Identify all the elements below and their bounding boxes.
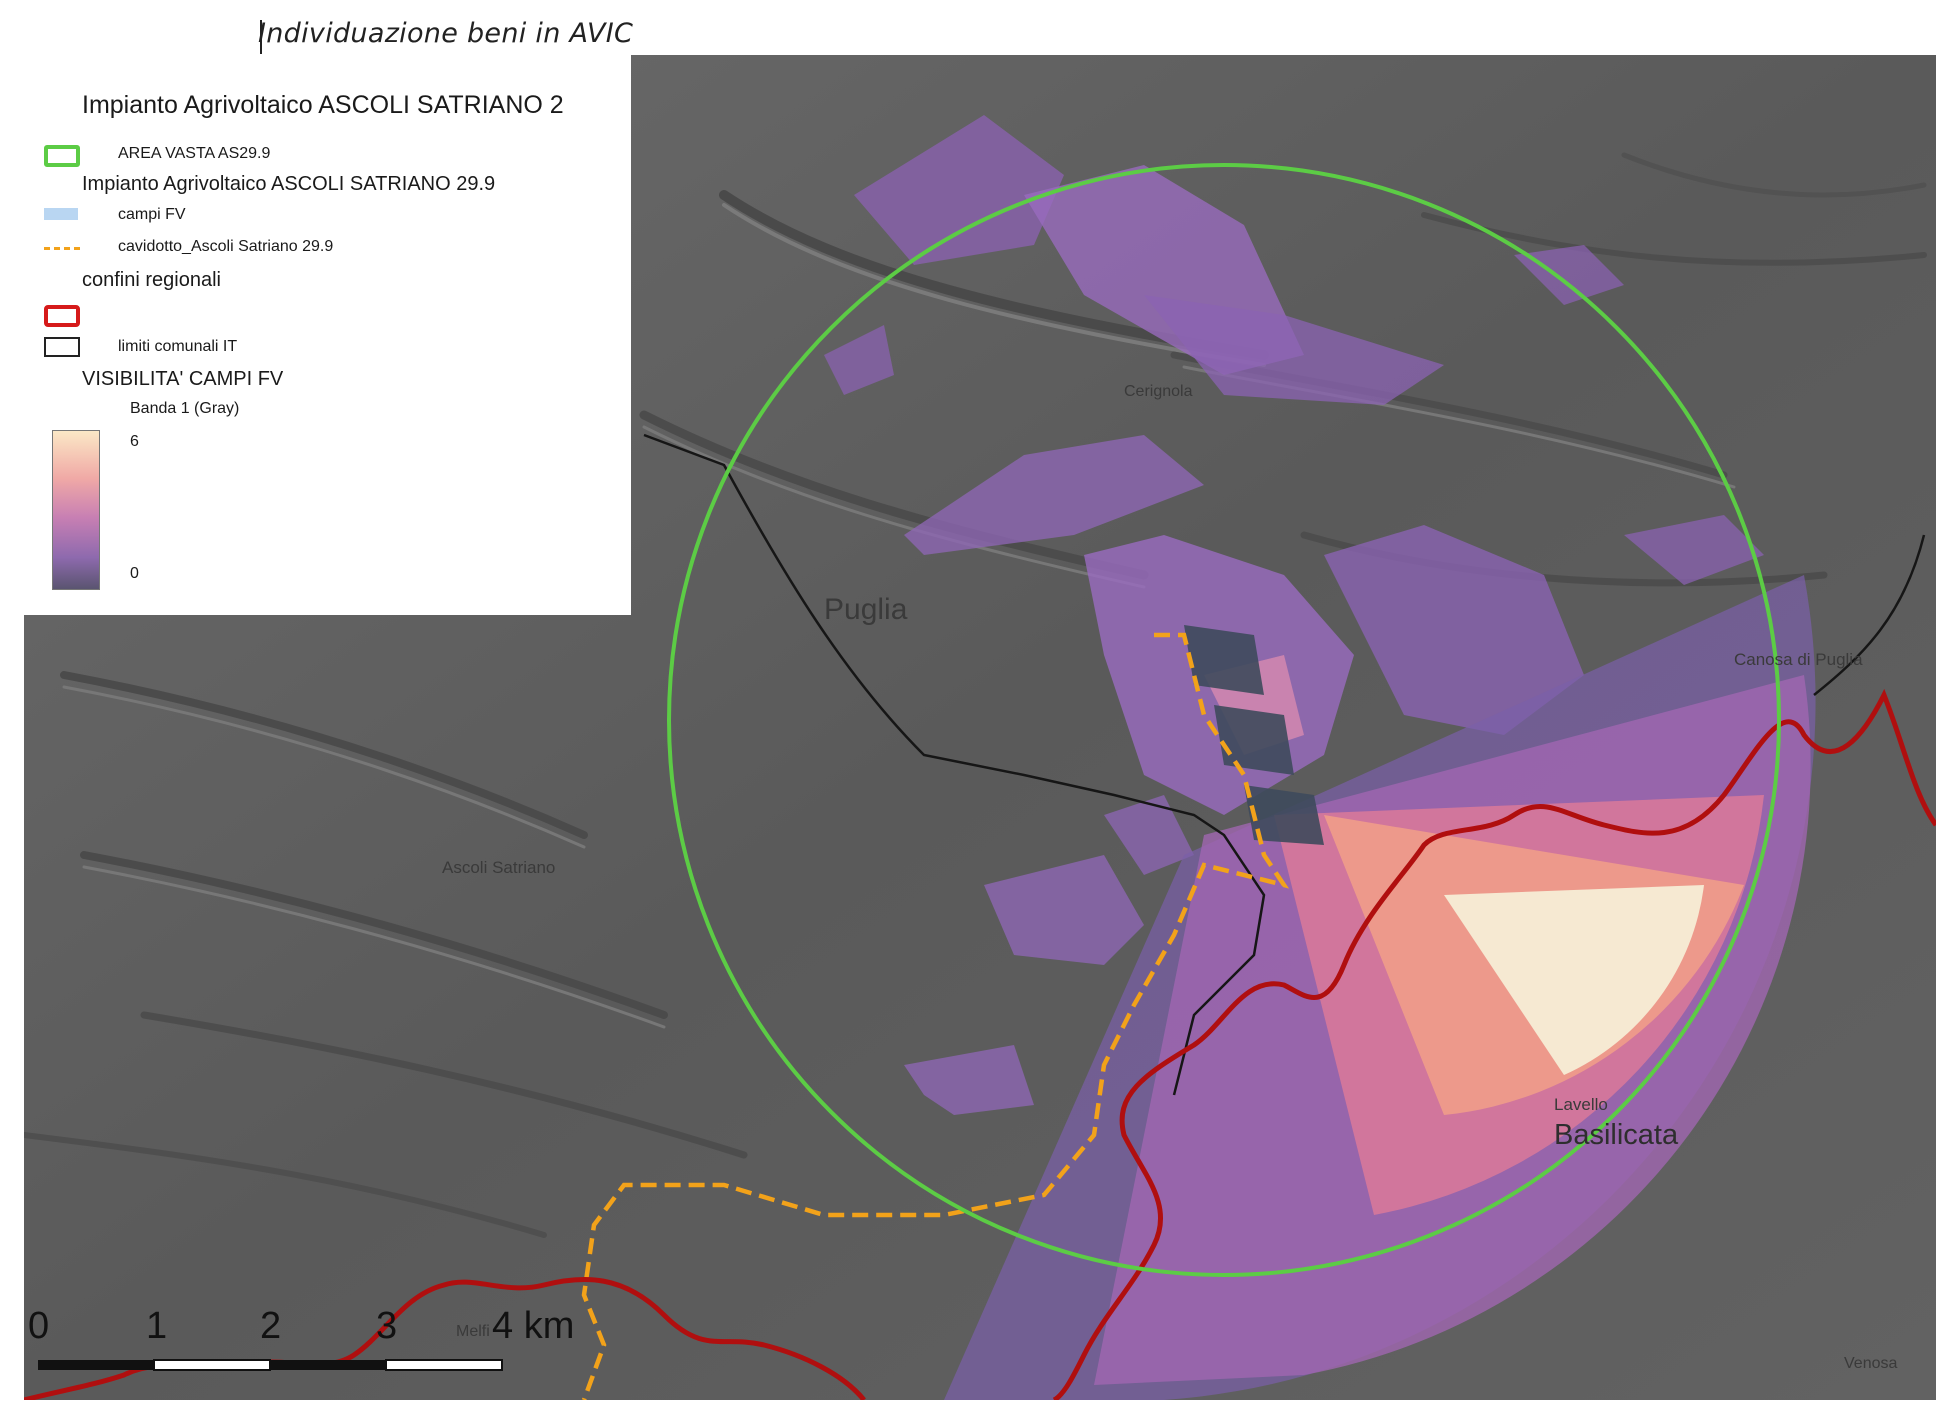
legend-label-banda: Banda 1 (Gray) — [130, 400, 240, 417]
visibility-patch — [1624, 515, 1764, 585]
legend-swatch-limiti-comunali — [44, 337, 80, 357]
scalebar-segment-2 — [153, 1359, 271, 1371]
legend-label-cavidotto: cavidotto_Ascoli Satriano 29.9 — [118, 238, 334, 255]
scalebar-segment-1 — [38, 1360, 154, 1370]
legend-ramp-max: 6 — [130, 433, 139, 450]
visibility-patch — [904, 435, 1204, 555]
visibility-patch — [984, 855, 1144, 965]
legend-swatch-campi-fv — [44, 208, 78, 220]
cable-route — [581, 632, 1290, 1400]
legend-label-area-vasta: AREA VASTA AS29.9 — [118, 145, 271, 162]
place-label-puglia: Puglia — [824, 593, 908, 626]
visibility-patch — [854, 115, 1064, 265]
legend-swatch-area-vasta — [44, 145, 80, 167]
legend-ramp-min: 0 — [130, 565, 139, 582]
legend-label-limiti-comunali: limiti comunali IT — [118, 338, 238, 355]
visibility-fan-max — [1444, 885, 1704, 1075]
legend-swatch-cavidotto — [44, 247, 80, 250]
visibility-patch — [1324, 525, 1584, 735]
scalebar-tick-4: 4 km — [492, 1305, 575, 1347]
pv-field — [1184, 625, 1264, 695]
scalebar-tick-1: 1 — [146, 1305, 168, 1347]
pv-field — [1214, 705, 1294, 775]
text-cursor — [260, 20, 262, 54]
pv-fields — [1184, 625, 1324, 845]
scalebar-tick-2: 2 — [260, 1305, 282, 1347]
place-label-venosa: Venosa — [1844, 1355, 1898, 1372]
place-label-cerignola: Cerignola — [1124, 383, 1193, 400]
legend-label-campi-fv: campi FV — [118, 206, 186, 223]
place-label-melfi: Melfi — [456, 1323, 490, 1340]
scalebar-segment-3 — [270, 1360, 386, 1370]
area-vasta-buffer — [667, 163, 1781, 1277]
legend-group-impianto: Impianto Agrivoltaico ASCOLI SATRIANO 29… — [82, 173, 496, 195]
legend-group-visibilita: VISIBILITA' CAMPI FV — [82, 368, 284, 390]
legend-visibility-ramp — [52, 430, 100, 590]
scalebar-segment-4 — [385, 1359, 503, 1371]
scalebar-tick-3: 3 — [376, 1305, 398, 1347]
pv-field — [1244, 785, 1324, 845]
legend-group-confini: confini regionali — [82, 269, 221, 291]
legend-swatch-confini-regionali — [44, 305, 80, 327]
visibility-patch — [904, 1045, 1034, 1115]
scalebar-tick-0: 0 — [28, 1305, 50, 1347]
scalebar — [38, 1359, 503, 1371]
legend-title: Impianto Agrivoltaico ASCOLI SATRIANO 2 — [82, 91, 564, 119]
municipal-borders — [643, 433, 1926, 1096]
map-legend: Impianto Agrivoltaico ASCOLI SATRIANO 2 … — [24, 55, 631, 615]
place-label-basilicata: Basilicata — [1554, 1119, 1679, 1151]
visibility-patch — [1104, 795, 1194, 875]
visibility-patch — [824, 325, 894, 395]
place-label-canosa: Canosa di Puglia — [1734, 650, 1863, 669]
visibility-patch — [1144, 295, 1444, 405]
place-label-ascoli-satriano: Ascoli Satriano — [442, 858, 556, 877]
visibility-layer — [824, 115, 1816, 1400]
document-title: Individuazione beni in AVIC — [258, 18, 634, 49]
place-label-lavello: Lavello — [1554, 1095, 1608, 1114]
visibility-patch — [1514, 245, 1624, 305]
